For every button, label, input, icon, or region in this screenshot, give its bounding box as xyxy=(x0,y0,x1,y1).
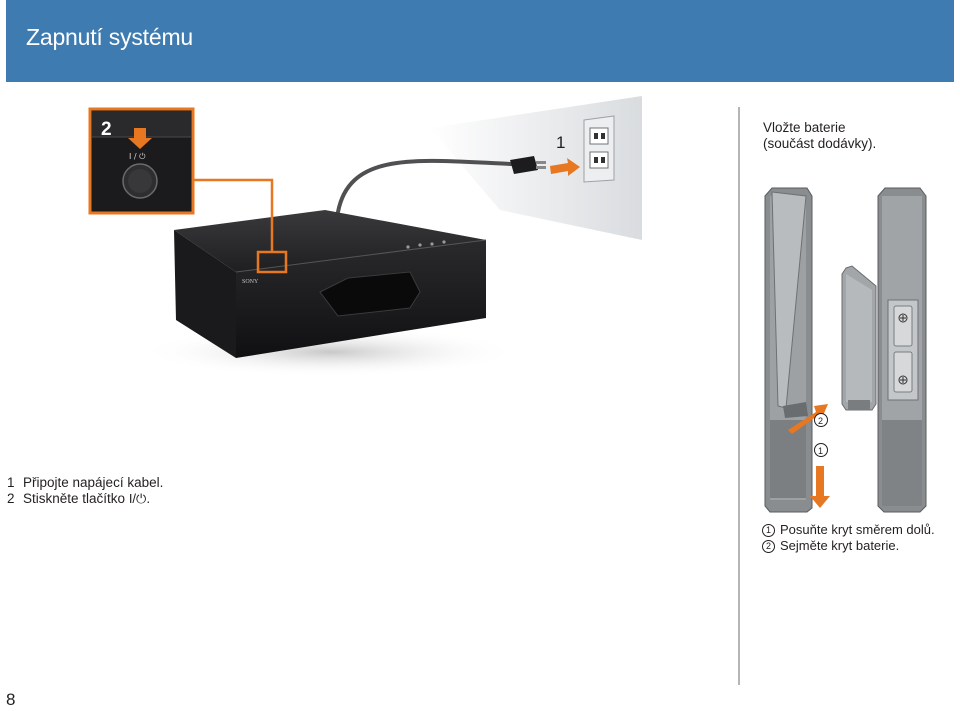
callout-2: 2 xyxy=(101,119,112,140)
circled-number: 2 xyxy=(762,539,775,553)
zoom-inset xyxy=(88,107,195,215)
battery-step-text: Posuňte kryt směrem dolů. xyxy=(780,522,935,537)
power-plug xyxy=(510,156,546,174)
marker-2: 2 xyxy=(814,413,828,427)
plug-arrow xyxy=(550,158,580,176)
step-number: 1 xyxy=(7,475,15,490)
setup-illustration: 1 SONY 2 I / ⏻ xyxy=(88,96,642,377)
press-arrow xyxy=(128,128,152,149)
page-number: 8 xyxy=(6,690,16,709)
battery-cover xyxy=(841,265,877,411)
callout-connector xyxy=(193,178,274,252)
slide-down-arrow xyxy=(810,466,830,508)
svg-text:1: 1 xyxy=(818,446,823,456)
remote-right xyxy=(877,187,927,513)
brand-logo: SONY xyxy=(242,279,259,285)
wall-outlet xyxy=(583,115,615,183)
power-button-label: I / ⏻ xyxy=(129,152,146,161)
remote-illustration: 2 1 xyxy=(764,187,927,513)
step-number: 2 xyxy=(7,491,15,506)
power-steps: 1 Připojte napájecí kabel. 2 Stiskněte t… xyxy=(7,475,163,507)
power-symbol: I/⏻ xyxy=(128,491,147,506)
battery-title-line: (součást dodávky). xyxy=(763,136,877,151)
step-1: 1 Připojte napájecí kabel. xyxy=(7,475,163,491)
page-title: Zapnutí systému xyxy=(26,24,194,50)
battery-step-1: 1 Posuňte kryt směrem dolů. xyxy=(762,522,935,538)
step-suffix: . xyxy=(146,491,151,506)
battery-step-2: 2 Sejměte kryt baterie. xyxy=(762,538,935,554)
circled-number: 1 xyxy=(762,523,775,537)
battery-title-line: Vložte baterie xyxy=(763,120,846,135)
remote-left xyxy=(764,187,813,513)
battery-step-text: Sejměte kryt baterie. xyxy=(780,538,900,553)
svg-text:2: 2 xyxy=(818,416,823,426)
remove-arrow xyxy=(788,404,828,434)
header-bar: Zapnutí systému xyxy=(6,0,954,82)
step-text: Stiskněte tlačítko xyxy=(23,491,129,506)
marker-1: 1 xyxy=(814,443,828,457)
battery-heading: Vložte baterie (součást dodávky). xyxy=(763,120,876,152)
audio-system-unit xyxy=(174,210,487,358)
battery-steps: 1 Posuňte kryt směrem dolů. 2 Sejměte kr… xyxy=(762,522,935,554)
callout-1: 1 xyxy=(556,133,565,152)
step-2: 2 Stiskněte tlačítko I/⏻ . xyxy=(7,491,163,507)
step-text: Připojte napájecí kabel. xyxy=(23,475,164,490)
column-divider xyxy=(738,107,740,685)
power-cable xyxy=(336,158,514,214)
